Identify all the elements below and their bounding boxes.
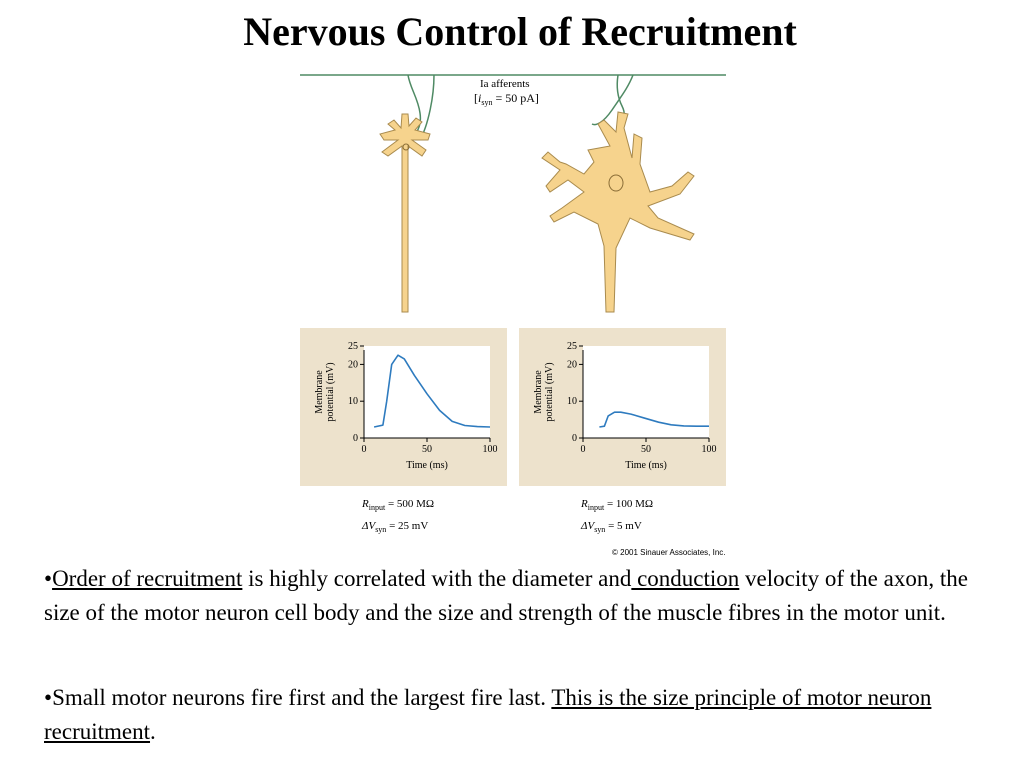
- slide-title: Nervous Control of Recruitment: [243, 9, 797, 54]
- y-tick-label: 20: [567, 359, 577, 370]
- size-principle-link[interactable]: This is the size principle of motor neur…: [44, 685, 932, 744]
- conduction-link[interactable]: conduction: [631, 566, 740, 591]
- x-tick-label: 100: [702, 444, 717, 455]
- chart-2-plot-area: [583, 346, 709, 438]
- large-motor-neuron: [541, 74, 695, 313]
- dv-syn-label-1: ΔVsyn = 25 mV: [361, 520, 428, 534]
- x-tick-label: 0: [362, 444, 367, 455]
- y-axis-label: Membranepotential (mV): [533, 362, 555, 421]
- x-tick-label: 0: [581, 444, 586, 455]
- y-tick-label: 10: [348, 396, 358, 407]
- membrane-potential-line: [599, 411, 709, 428]
- y-tick-label: 0: [572, 433, 577, 444]
- syn-current-label: [isyn = 50 pA]: [474, 91, 539, 107]
- r-input-label-1: Rinput = 500 MΩ: [361, 498, 434, 512]
- y-tick-label: 0: [353, 433, 358, 444]
- x-axis-label: Time (ms): [625, 460, 667, 471]
- order-of-recruitment-link[interactable]: Order of recruitment: [52, 566, 243, 591]
- y-axis-label: Membranepotential (mV): [314, 362, 336, 421]
- membrane-potential-line: [373, 354, 491, 428]
- afferent-label: Ia afferents: [480, 78, 530, 90]
- x-tick-label: 50: [641, 444, 651, 455]
- x-tick-label: 50: [422, 444, 432, 455]
- copyright-notice: © 2001 Sinauer Associates, Inc.: [612, 548, 726, 557]
- dv-syn-label-2: ΔVsyn = 5 mV: [580, 520, 642, 534]
- x-tick-label: 100: [483, 444, 498, 455]
- y-tick-label: 10: [567, 396, 577, 407]
- y-tick-label: 25: [348, 341, 358, 352]
- chart-1-plot-area: [364, 346, 490, 438]
- r-input-label-2: Rinput = 100 MΩ: [580, 498, 653, 512]
- y-tick-label: 20: [348, 359, 358, 370]
- x-axis-label: Time (ms): [406, 460, 448, 471]
- y-tick-label: 25: [567, 341, 577, 352]
- bullet-recruitment-order: •Order of recruitment is highly correlat…: [44, 566, 968, 625]
- bullet-size-principle: •Small motor neurons fire first and the …: [44, 685, 932, 744]
- small-motor-neuron: [379, 74, 435, 313]
